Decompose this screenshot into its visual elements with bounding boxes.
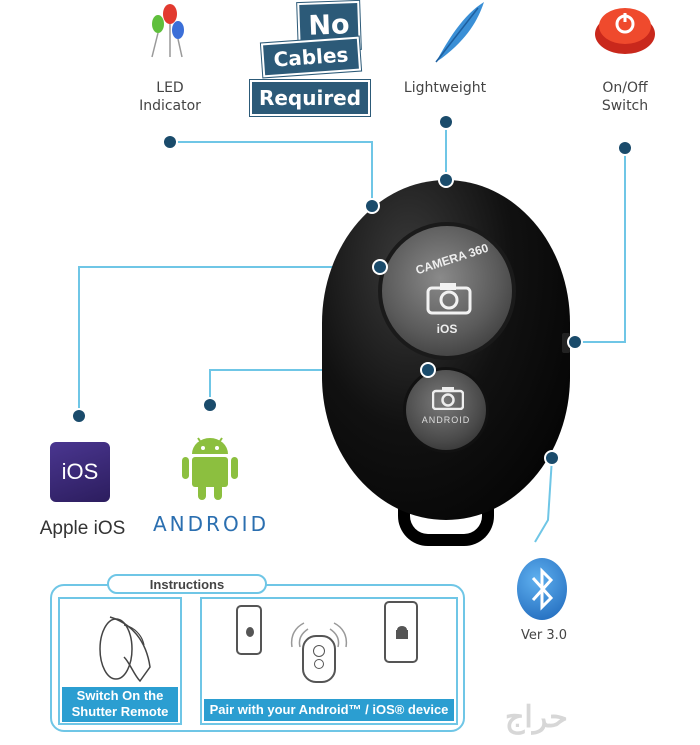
iphone-icon [236,605,262,655]
step-2-caption: Pair with your Android™ / iOS® device [204,699,454,721]
connector-dot [569,336,581,348]
android-phone-icon [384,601,418,663]
camera-shutter-button[interactable]: CAMERA 360 iOS [378,222,516,360]
led-indicator-label: LED Indicator [139,80,201,114]
connector-dot [204,399,216,411]
onoff-switch-label: On/Off Switch [601,80,649,114]
apple-ios-label: Apple iOS [39,518,126,539]
ios-logo: iOS [50,442,110,502]
connector-dot [374,261,386,273]
android-robot-icon [180,432,240,504]
connector-dot [440,116,452,128]
led-icon [140,2,190,62]
wireless-signal-icon [290,622,348,648]
step-1-panel: Switch On the Shutter Remote [58,597,182,725]
no-cables-word-3: Required [250,80,370,116]
camera-icon [426,283,472,315]
no-cables-word-2: Cables [260,36,362,78]
connector-dot [73,410,85,422]
camera-icon [432,387,464,410]
android-wordmark: ANDROID [153,512,269,536]
instructions-title: Instructions [107,574,267,594]
lightweight-label: Lightweight [403,80,487,96]
connector-dot [422,364,434,376]
connector-dot [546,452,558,464]
feather-icon [428,0,488,66]
android-button-text: ANDROID [421,415,471,425]
connector-dot [440,174,452,186]
watermark: حراج [505,701,568,734]
connector-dot [619,142,631,154]
step-2-panel: Pair with your Android™ / iOS® device [200,597,458,725]
connector-dot [164,136,176,148]
remote-small-icon [302,635,336,683]
step-1-caption: Switch On the Shutter Remote [62,687,178,722]
camera-360-text: CAMERA 360 [413,240,491,278]
ios-button-text: iOS [436,322,458,336]
connector-dot [366,200,378,212]
android-shutter-button[interactable]: ANDROID [403,367,489,453]
onoff-slider[interactable] [562,333,570,353]
bluetooth-version-label: Ver 3.0 [520,628,568,643]
bluetooth-icon [517,558,567,620]
hand-remote-icon [99,616,151,683]
power-button-icon [593,4,657,56]
